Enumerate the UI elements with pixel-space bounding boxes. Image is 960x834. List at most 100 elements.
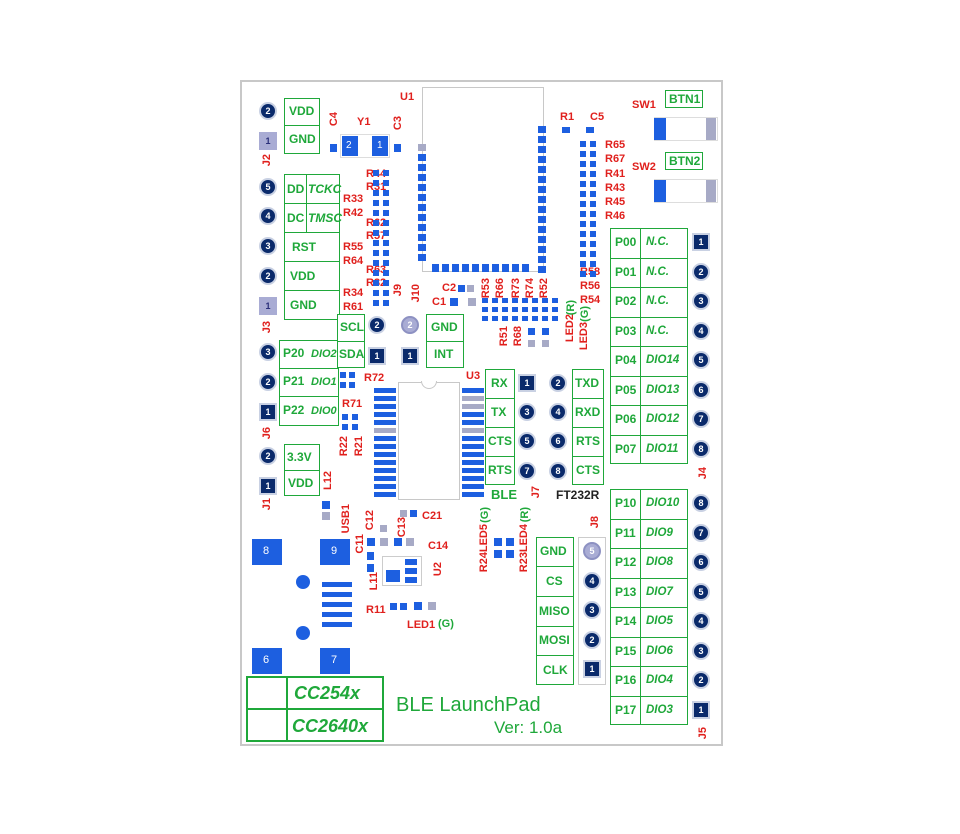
u1-pad-right [538, 186, 546, 193]
j3-pin-1[interactable]: 1 [259, 297, 277, 315]
u3-pad-left [374, 396, 396, 401]
j7-label-tx: TX [491, 405, 507, 419]
bottom-res-pad [512, 316, 518, 321]
j4-pin-3[interactable]: 3 [692, 292, 710, 310]
j4-pin-1[interactable]: 1 [692, 233, 710, 251]
j4-pin-8[interactable]: 8 [692, 439, 710, 458]
j1-pin-2[interactable]: 2 [259, 447, 277, 465]
bottom-res-pad [522, 307, 528, 312]
j5-pin-5[interactable]: 5 [692, 582, 710, 601]
u1-pad-right [538, 246, 546, 253]
j6-pin-3[interactable]: 3 [259, 343, 277, 361]
bottom-res-pad [502, 307, 508, 312]
j3-pin-2[interactable]: 2 [259, 267, 277, 285]
j4-pin-4[interactable]: 4 [692, 321, 710, 340]
j8-label-box [536, 537, 574, 685]
j6-label-dio0: DIO0 [311, 405, 337, 417]
j7-pin-5[interactable]: 5 [518, 432, 536, 450]
r33-ref: R33 [343, 193, 364, 205]
j4-pin-2[interactable]: 2 [692, 262, 710, 281]
r72-ref: R72 [364, 372, 385, 384]
j8-pin-4[interactable]: 4 [583, 572, 601, 590]
u1-ref: U1 [400, 91, 415, 103]
r31-ref: R31 [366, 181, 387, 193]
j1-pin-1[interactable]: 1 [259, 477, 277, 495]
j2-pin-1[interactable]: 1 [259, 132, 277, 150]
r22-ref: R22 [338, 436, 350, 457]
right-res-pad [590, 241, 596, 247]
c3-ref: C3 [392, 116, 404, 131]
u1-outline [422, 87, 544, 272]
u3-pad-right [462, 452, 484, 457]
u1-pad-bottom [462, 264, 469, 272]
bottom-res-pad [532, 316, 538, 321]
j4-pin-6[interactable]: 6 [692, 380, 710, 399]
bottom-res-pad [552, 316, 558, 321]
u1-pad-bottom [452, 264, 459, 272]
bottom-res-pad [542, 316, 548, 321]
j6-label-dio1: DIO1 [311, 376, 337, 388]
j8-pin-5[interactable]: 5 [583, 542, 601, 560]
j5-pin-8[interactable]: 8 [692, 494, 710, 512]
j4-pin-7[interactable]: 7 [692, 410, 710, 428]
u1-pad-right [538, 256, 546, 263]
u1-pad-bottom [512, 264, 519, 272]
j8-label-miso: MISO [539, 604, 570, 618]
left-res-pad [373, 270, 379, 276]
r55-ref: R55 [343, 241, 364, 253]
j5-pin-7[interactable]: 7 [692, 523, 710, 542]
j8-pin-3[interactable]: 3 [583, 601, 601, 619]
j10-pin-1[interactable]: 1 [401, 347, 419, 365]
j8-pin-1[interactable]: 1 [583, 660, 601, 678]
u1-pad-left [418, 194, 426, 201]
j8-pin-2[interactable]: 2 [583, 631, 601, 649]
board-version: Ver: 1.0a [494, 718, 563, 737]
j5-pin-3[interactable]: 3 [692, 641, 710, 660]
j7-pin-2[interactable]: 2 [549, 374, 567, 392]
r45-ref: R45 [605, 196, 626, 208]
j7-pin-1[interactable]: 1 [518, 374, 536, 392]
j7-pin-4[interactable]: 4 [549, 403, 567, 421]
j7-pin-3[interactable]: 3 [518, 403, 536, 421]
u1-pad-right [538, 236, 546, 243]
j4-dio-label: N.C. [646, 295, 669, 307]
j6-pin-2[interactable]: 2 [259, 373, 277, 391]
left-res-pad [383, 170, 389, 176]
u1-pad-right [538, 136, 546, 143]
j5-dio-label: DIO4 [646, 674, 673, 686]
j8-label-cs: CS [546, 574, 563, 588]
bottom-res-pad [482, 298, 488, 303]
j7-pin-8[interactable]: 8 [549, 462, 567, 480]
j9-pin-1[interactable]: 1 [368, 347, 386, 365]
j5-pin-4[interactable]: 4 [692, 612, 710, 630]
right-res-pad [590, 151, 596, 157]
j2-label-box [284, 98, 320, 154]
right-res-pad [580, 211, 586, 217]
left-res-pad [373, 190, 379, 196]
left-res-pad [383, 180, 389, 186]
j9-pin-2[interactable]: 2 [368, 316, 386, 334]
j5-pin-1[interactable]: 1 [692, 700, 710, 719]
usb-pad-8: 8 [252, 539, 282, 565]
j3-pin-4[interactable]: 4 [259, 207, 277, 225]
j7-pin-7[interactable]: 7 [518, 462, 536, 480]
j4-pin-5[interactable]: 5 [692, 351, 710, 369]
c5-pad [586, 127, 594, 133]
j2-pin-2[interactable]: 2 [259, 102, 277, 120]
j6-label-p22: P22 [283, 403, 305, 417]
j10-pin-2[interactable]: 2 [401, 316, 419, 334]
j7-pin-6[interactable]: 6 [549, 432, 567, 450]
j5-pin-6[interactable]: 6 [692, 553, 710, 571]
bottom-res-pad [512, 298, 518, 303]
chip-cc2640x: CC2640x [292, 716, 369, 736]
j3-pin-5[interactable]: 5 [259, 178, 277, 196]
j3-pin-3[interactable]: 3 [259, 237, 277, 255]
right-res-pad [580, 221, 586, 227]
u3-pad-right [462, 492, 484, 497]
j6-pin-1[interactable]: 1 [259, 403, 277, 421]
j5-pin-2[interactable]: 2 [692, 671, 710, 689]
bottom-res-pad [542, 298, 548, 303]
j10-label-int: INT [434, 347, 454, 361]
right-res-pad [580, 201, 586, 207]
r71-ref: R71 [342, 398, 363, 410]
